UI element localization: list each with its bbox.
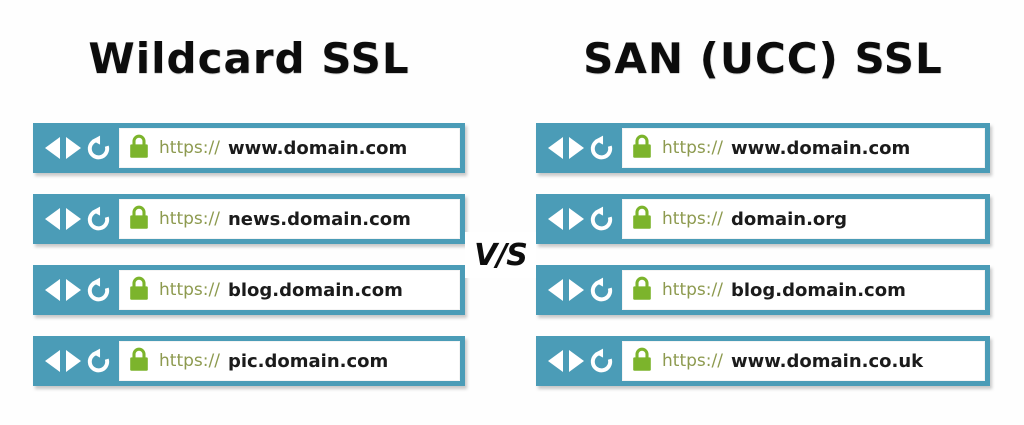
padlock-icon — [127, 274, 151, 306]
back-arrow-icon[interactable] — [43, 348, 62, 374]
back-arrow-icon[interactable] — [546, 135, 565, 161]
page-title-wildcard: Wildcard SSL — [88, 34, 410, 83]
back-arrow-icon[interactable] — [546, 206, 565, 232]
padlock-icon — [630, 132, 654, 164]
browser-nav-controls — [43, 277, 119, 304]
page-title-san: SAN (UCC) SSL — [583, 34, 943, 83]
reload-icon[interactable] — [588, 206, 615, 233]
url-scheme: https:// — [662, 138, 723, 158]
forward-arrow-icon[interactable] — [64, 135, 83, 161]
padlock-icon — [127, 345, 151, 377]
url-input[interactable]: https:// www.domain.com — [119, 128, 460, 168]
url-host: pic.domain.com — [227, 350, 389, 372]
san-ssl-column: https:// www.domain.com https:// domain.org… — [536, 123, 990, 386]
url-host: domain.org — [730, 208, 848, 230]
versus-divider: V/S — [465, 232, 536, 278]
url-input[interactable]: https:// blog.domain.com — [622, 270, 985, 310]
address-bar[interactable]: https:// www.domain.com — [536, 123, 990, 173]
reload-icon[interactable] — [588, 135, 615, 162]
forward-arrow-icon[interactable] — [567, 206, 586, 232]
reload-icon[interactable] — [85, 277, 112, 304]
wildcard-ssl-column: https:// www.domain.com https:// news.domai… — [33, 123, 465, 386]
padlock-icon — [630, 274, 654, 306]
forward-arrow-icon[interactable] — [567, 135, 586, 161]
browser-nav-controls — [546, 135, 622, 162]
browser-nav-controls — [43, 135, 119, 162]
padlock-icon — [630, 345, 654, 377]
address-bar[interactable]: https:// domain.org — [536, 194, 990, 244]
url-scheme: https:// — [159, 138, 220, 158]
browser-nav-controls — [546, 206, 622, 233]
url-scheme: https:// — [662, 280, 723, 300]
url-host: blog.domain.com — [730, 279, 906, 301]
forward-arrow-icon[interactable] — [64, 206, 83, 232]
address-bar[interactable]: https:// pic.domain.com — [33, 336, 465, 386]
url-input[interactable]: https:// domain.org — [622, 199, 985, 239]
url-scheme: https:// — [159, 280, 220, 300]
url-host: www.domain.co.uk — [730, 350, 924, 372]
url-scheme: https:// — [159, 209, 220, 229]
url-input[interactable]: https:// pic.domain.com — [119, 341, 460, 381]
back-arrow-icon[interactable] — [546, 348, 565, 374]
address-bar[interactable]: https:// blog.domain.com — [33, 265, 465, 315]
address-bar[interactable]: https:// news.domain.com — [33, 194, 465, 244]
address-bar[interactable]: https:// blog.domain.com — [536, 265, 990, 315]
forward-arrow-icon[interactable] — [64, 348, 83, 374]
url-host: blog.domain.com — [227, 279, 403, 301]
forward-arrow-icon[interactable] — [567, 277, 586, 303]
url-scheme: https:// — [662, 351, 723, 371]
address-bar[interactable]: https:// www.domain.co.uk — [536, 336, 990, 386]
browser-nav-controls — [43, 348, 119, 375]
url-host: www.domain.com — [227, 137, 408, 159]
browser-nav-controls — [43, 206, 119, 233]
forward-arrow-icon[interactable] — [64, 277, 83, 303]
reload-icon[interactable] — [588, 348, 615, 375]
url-input[interactable]: https:// www.domain.co.uk — [622, 341, 985, 381]
url-host: news.domain.com — [227, 208, 411, 230]
forward-arrow-icon[interactable] — [567, 348, 586, 374]
padlock-icon — [630, 203, 654, 235]
reload-icon[interactable] — [85, 206, 112, 233]
padlock-icon — [127, 132, 151, 164]
reload-icon[interactable] — [85, 348, 112, 375]
url-input[interactable]: https:// news.domain.com — [119, 199, 460, 239]
back-arrow-icon[interactable] — [43, 206, 62, 232]
browser-nav-controls — [546, 348, 622, 375]
back-arrow-icon[interactable] — [546, 277, 565, 303]
back-arrow-icon[interactable] — [43, 277, 62, 303]
url-input[interactable]: https:// blog.domain.com — [119, 270, 460, 310]
back-arrow-icon[interactable] — [43, 135, 62, 161]
browser-nav-controls — [546, 277, 622, 304]
address-bar[interactable]: https:// www.domain.com — [33, 123, 465, 173]
url-scheme: https:// — [159, 351, 220, 371]
reload-icon[interactable] — [85, 135, 112, 162]
url-scheme: https:// — [662, 209, 723, 229]
url-input[interactable]: https:// www.domain.com — [622, 128, 985, 168]
padlock-icon — [127, 203, 151, 235]
reload-icon[interactable] — [588, 277, 615, 304]
url-host: www.domain.com — [730, 137, 911, 159]
